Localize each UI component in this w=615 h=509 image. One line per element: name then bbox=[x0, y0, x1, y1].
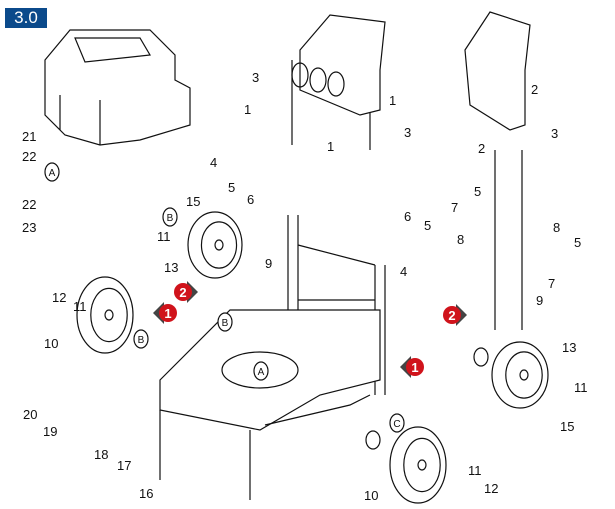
wheel bbox=[187, 211, 243, 279]
part-number-label: 7 bbox=[451, 200, 458, 215]
part-number-label: 18 bbox=[94, 447, 108, 462]
part-number-label: 22 bbox=[22, 197, 36, 212]
step-marker: 2 bbox=[174, 281, 198, 303]
reference-letter-circle: B bbox=[217, 312, 233, 332]
wheel bbox=[76, 276, 134, 354]
step-marker: 2 bbox=[443, 304, 467, 326]
part-number-label: 12 bbox=[484, 481, 498, 496]
wheel bbox=[491, 341, 549, 409]
part-number-label: 2 bbox=[478, 141, 485, 156]
reference-letter: B bbox=[167, 213, 174, 224]
part-number-label: 16 bbox=[139, 486, 153, 501]
engine bbox=[44, 29, 191, 146]
wheel bbox=[389, 426, 447, 504]
part-number-label: 8 bbox=[457, 232, 464, 247]
part-number-label: 6 bbox=[404, 209, 411, 224]
cart-frame bbox=[159, 60, 386, 500]
section-label: 3.0 bbox=[5, 8, 47, 28]
reference-letter-circle: A bbox=[44, 162, 60, 182]
reference-letter-circle: B bbox=[133, 329, 149, 349]
step-number: 1 bbox=[411, 360, 418, 375]
part-number-label: 7 bbox=[548, 276, 555, 291]
reference-letter: A bbox=[49, 168, 56, 179]
reference-letter-circle: C bbox=[389, 413, 405, 433]
step-number: 2 bbox=[179, 285, 186, 300]
part-number-label: 4 bbox=[210, 155, 217, 170]
part-number-label: 1 bbox=[244, 102, 251, 117]
part-number-label: 5 bbox=[228, 180, 235, 195]
part-number-label: 12 bbox=[52, 290, 66, 305]
reference-letter: C bbox=[393, 419, 400, 430]
part-number-label: 10 bbox=[364, 488, 378, 503]
part-number-label: 13 bbox=[164, 260, 178, 275]
part-number-label: 9 bbox=[536, 293, 543, 308]
part-number-label: 9 bbox=[265, 256, 272, 271]
part-number-label: 11 bbox=[157, 229, 171, 244]
step-number: 1 bbox=[164, 306, 171, 321]
part-number-label: 2 bbox=[531, 82, 538, 97]
part-number-label: 21 bbox=[22, 129, 36, 144]
handle-left bbox=[291, 14, 386, 116]
reference-letter-circle: A bbox=[253, 361, 269, 381]
reference-letter-circle: B bbox=[162, 207, 178, 227]
part-number-label: 6 bbox=[247, 192, 254, 207]
reference-letter: B bbox=[138, 335, 145, 346]
part-number-label: 5 bbox=[474, 184, 481, 199]
reference-letter: A bbox=[258, 367, 265, 378]
part-number-label: 4 bbox=[400, 264, 407, 279]
part-number-label: 19 bbox=[43, 424, 57, 439]
part-number-label: 3 bbox=[551, 126, 558, 141]
part-number-label: 3 bbox=[252, 70, 259, 85]
part-number-label: 3 bbox=[404, 125, 411, 140]
step-number: 2 bbox=[448, 308, 455, 323]
reference-letter-circle bbox=[473, 347, 489, 367]
part-number-label: 11 bbox=[73, 299, 87, 314]
part-number-label: 15 bbox=[560, 419, 574, 434]
part-number-label: 1 bbox=[327, 139, 334, 154]
part-number-label: 11 bbox=[468, 463, 482, 478]
part-number-label: 5 bbox=[424, 218, 431, 233]
part-number-label: 23 bbox=[22, 220, 36, 235]
part-number-label: 11 bbox=[574, 380, 588, 395]
handle-right bbox=[464, 11, 531, 330]
step-marker: 1 bbox=[153, 302, 177, 324]
part-number-label: 13 bbox=[562, 340, 576, 355]
part-number-label: 17 bbox=[117, 458, 131, 473]
reference-letter-circle bbox=[365, 430, 381, 450]
part-number-label: 22 bbox=[22, 149, 36, 164]
part-number-label: 15 bbox=[186, 194, 200, 209]
part-number-label: 10 bbox=[44, 336, 58, 351]
part-number-label: 1 bbox=[389, 93, 396, 108]
part-number-label: 8 bbox=[553, 220, 560, 235]
reference-letter: B bbox=[222, 318, 229, 329]
part-number-label: 5 bbox=[574, 235, 581, 250]
step-marker: 1 bbox=[400, 356, 424, 378]
part-number-label: 20 bbox=[23, 407, 37, 422]
